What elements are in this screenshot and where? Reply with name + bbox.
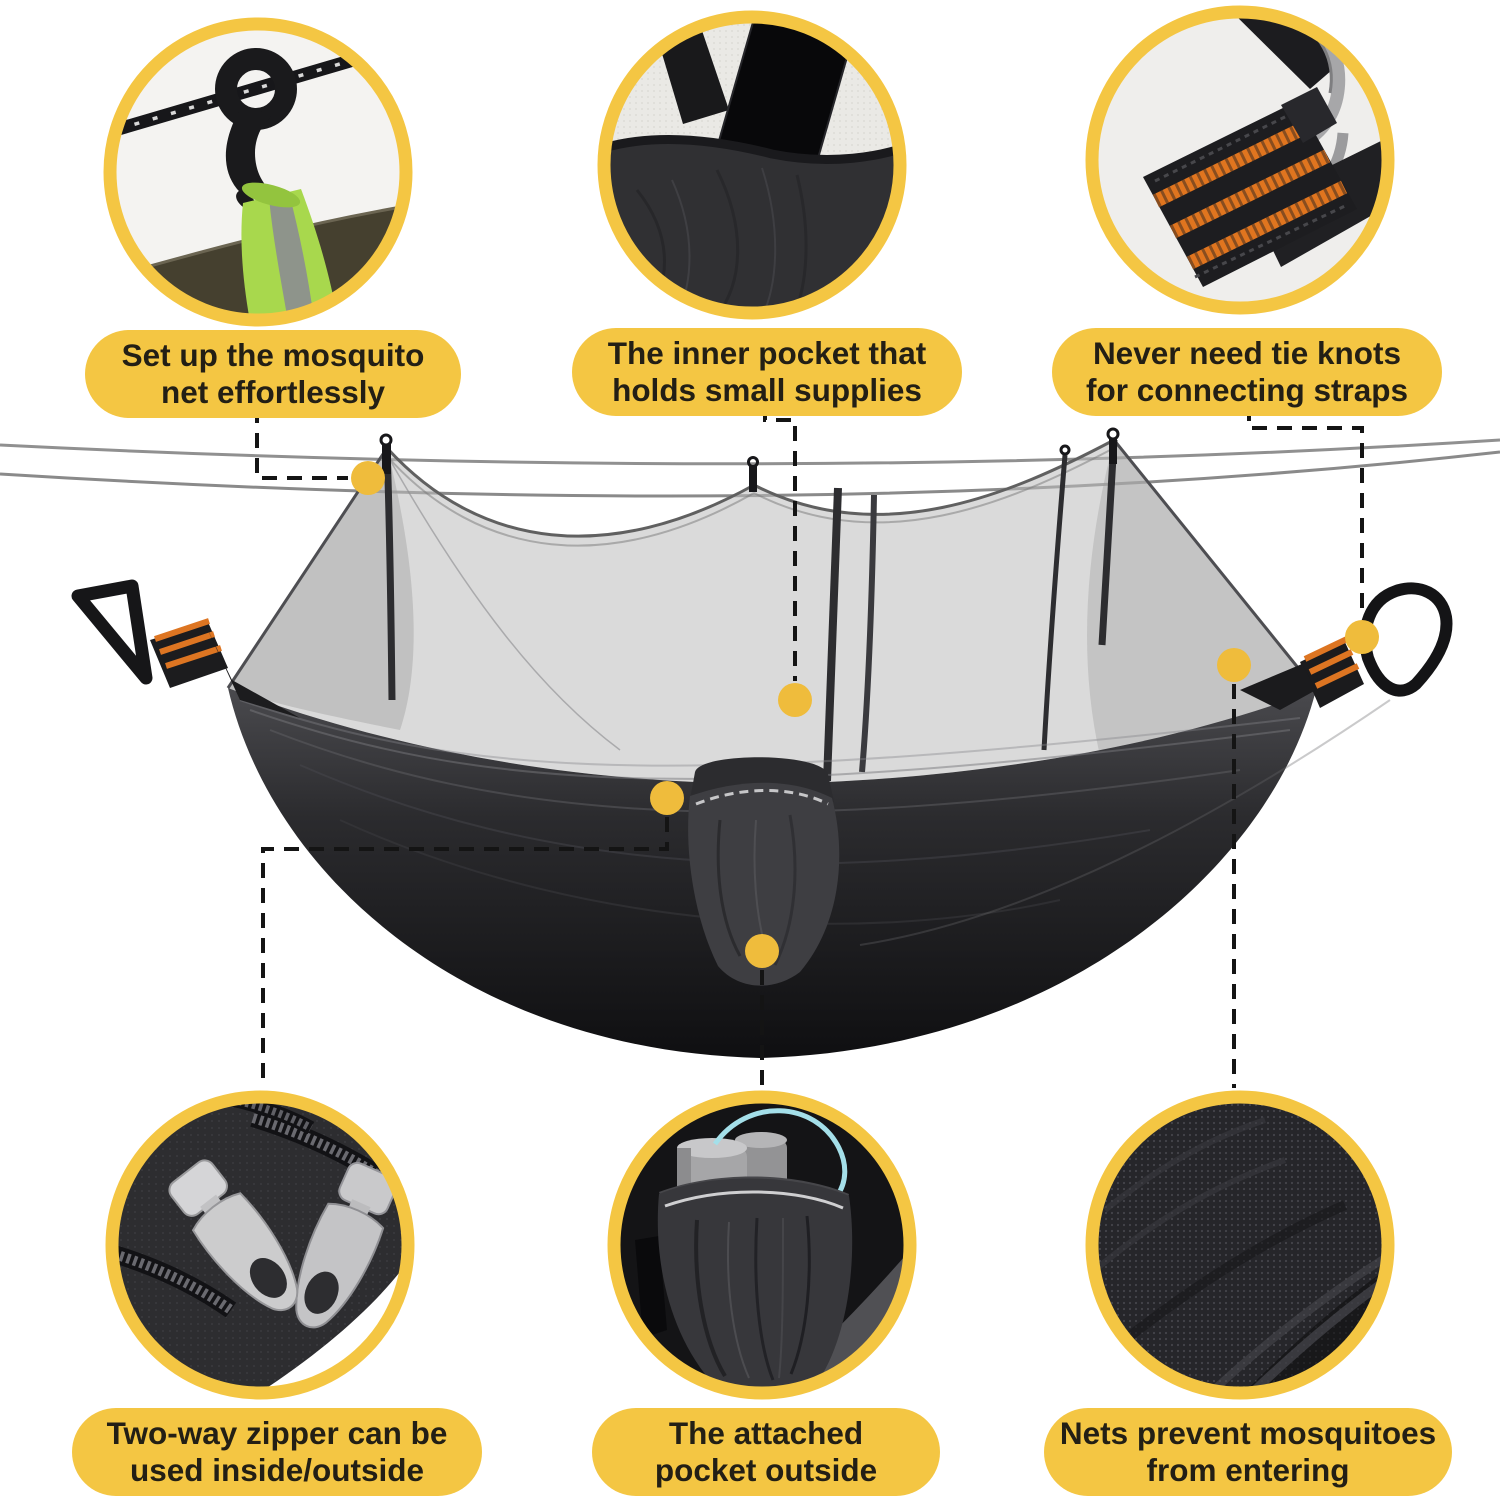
label-line: The attached [668, 1415, 864, 1452]
mosquito-net [226, 438, 1318, 784]
inner-pocket-fabric [604, 135, 900, 313]
attached-pocket-with-bottle-photo [607, 1090, 917, 1400]
carabiner-gate [1225, 12, 1347, 89]
callout-dot-mesh [1217, 648, 1251, 682]
feature-circle-two-way-zipper [105, 1090, 415, 1400]
yellow-ring [1085, 5, 1395, 315]
cord-lock-and-green-strap-photo [103, 17, 413, 327]
callout-dot-inner-pocket [778, 683, 812, 717]
connector-straps [1247, 406, 1364, 618]
yellow-ring [105, 1090, 415, 1400]
feature-label-outside-pocket: The attached pocket outside [592, 1408, 940, 1496]
connector-setup-net [255, 408, 348, 480]
label-line: Nets prevent mosquitoes [1059, 1415, 1437, 1452]
rope-attachment-knots [379, 427, 1120, 492]
hanging-pocket-fabric [657, 1176, 853, 1393]
feature-circle-outside-pocket [607, 1090, 917, 1400]
label-line: net effortlessly [160, 374, 386, 410]
feature-label-inner-pocket: The inner pocket that holds small suppli… [572, 328, 962, 416]
label-line: pocket outside [654, 1452, 878, 1488]
label-line: The inner pocket that [607, 335, 927, 372]
callout-dot-setup-net [351, 461, 385, 495]
double-zipper-pulls-photo [105, 1090, 415, 1400]
label-line: for connecting straps [1085, 372, 1409, 408]
callout-dot-outside-pocket [745, 934, 779, 968]
feature-label-strap-connection: Never need tie knots for connecting stra… [1052, 328, 1442, 416]
hammock-illustration [0, 406, 1500, 1088]
feature-circle-setup-net [103, 17, 413, 327]
label-line: Set up the mosquito [121, 337, 425, 374]
callout-dots [351, 461, 1379, 968]
label-line: Never need tie knots [1092, 335, 1402, 372]
yellow-ring [597, 10, 907, 320]
label-line: used inside/outside [129, 1452, 425, 1488]
zipper-pull-right [295, 1161, 398, 1329]
callout-dot-zipper [650, 781, 684, 815]
left-carabiner [71, 579, 300, 718]
yellow-ring [103, 17, 413, 327]
connector-zipper [261, 817, 669, 1088]
feature-circle-strap-connection [1085, 5, 1395, 315]
green-reflective-strap [241, 182, 339, 320]
yellow-ring [607, 1090, 917, 1400]
feature-label-setup-net: Set up the mosquito net effortlessly [85, 330, 461, 418]
feature-label-mosquito-mesh: Nets prevent mosquitoes from entering [1044, 1408, 1452, 1496]
zipper-pull-left [168, 1159, 299, 1312]
label-line: Two-way zipper can be [106, 1415, 448, 1452]
mesh-net-closeup-photo [1085, 1090, 1395, 1400]
carabiner-and-striped-strap-photo [1085, 5, 1395, 315]
inner-pocket-with-phone-photo [597, 10, 907, 320]
label-line: from entering [1146, 1452, 1350, 1488]
feature-circle-inner-pocket [597, 10, 907, 320]
yellow-ring [1085, 1090, 1395, 1400]
feature-circle-mosquito-mesh [1085, 1090, 1395, 1400]
right-carabiner [1240, 582, 1453, 710]
feature-label-two-way-zipper: Two-way zipper can be used inside/outsid… [72, 1408, 482, 1496]
label-line: holds small supplies [612, 372, 922, 408]
callout-dot-straps [1345, 620, 1379, 654]
orange-striped-strap [1143, 87, 1357, 287]
